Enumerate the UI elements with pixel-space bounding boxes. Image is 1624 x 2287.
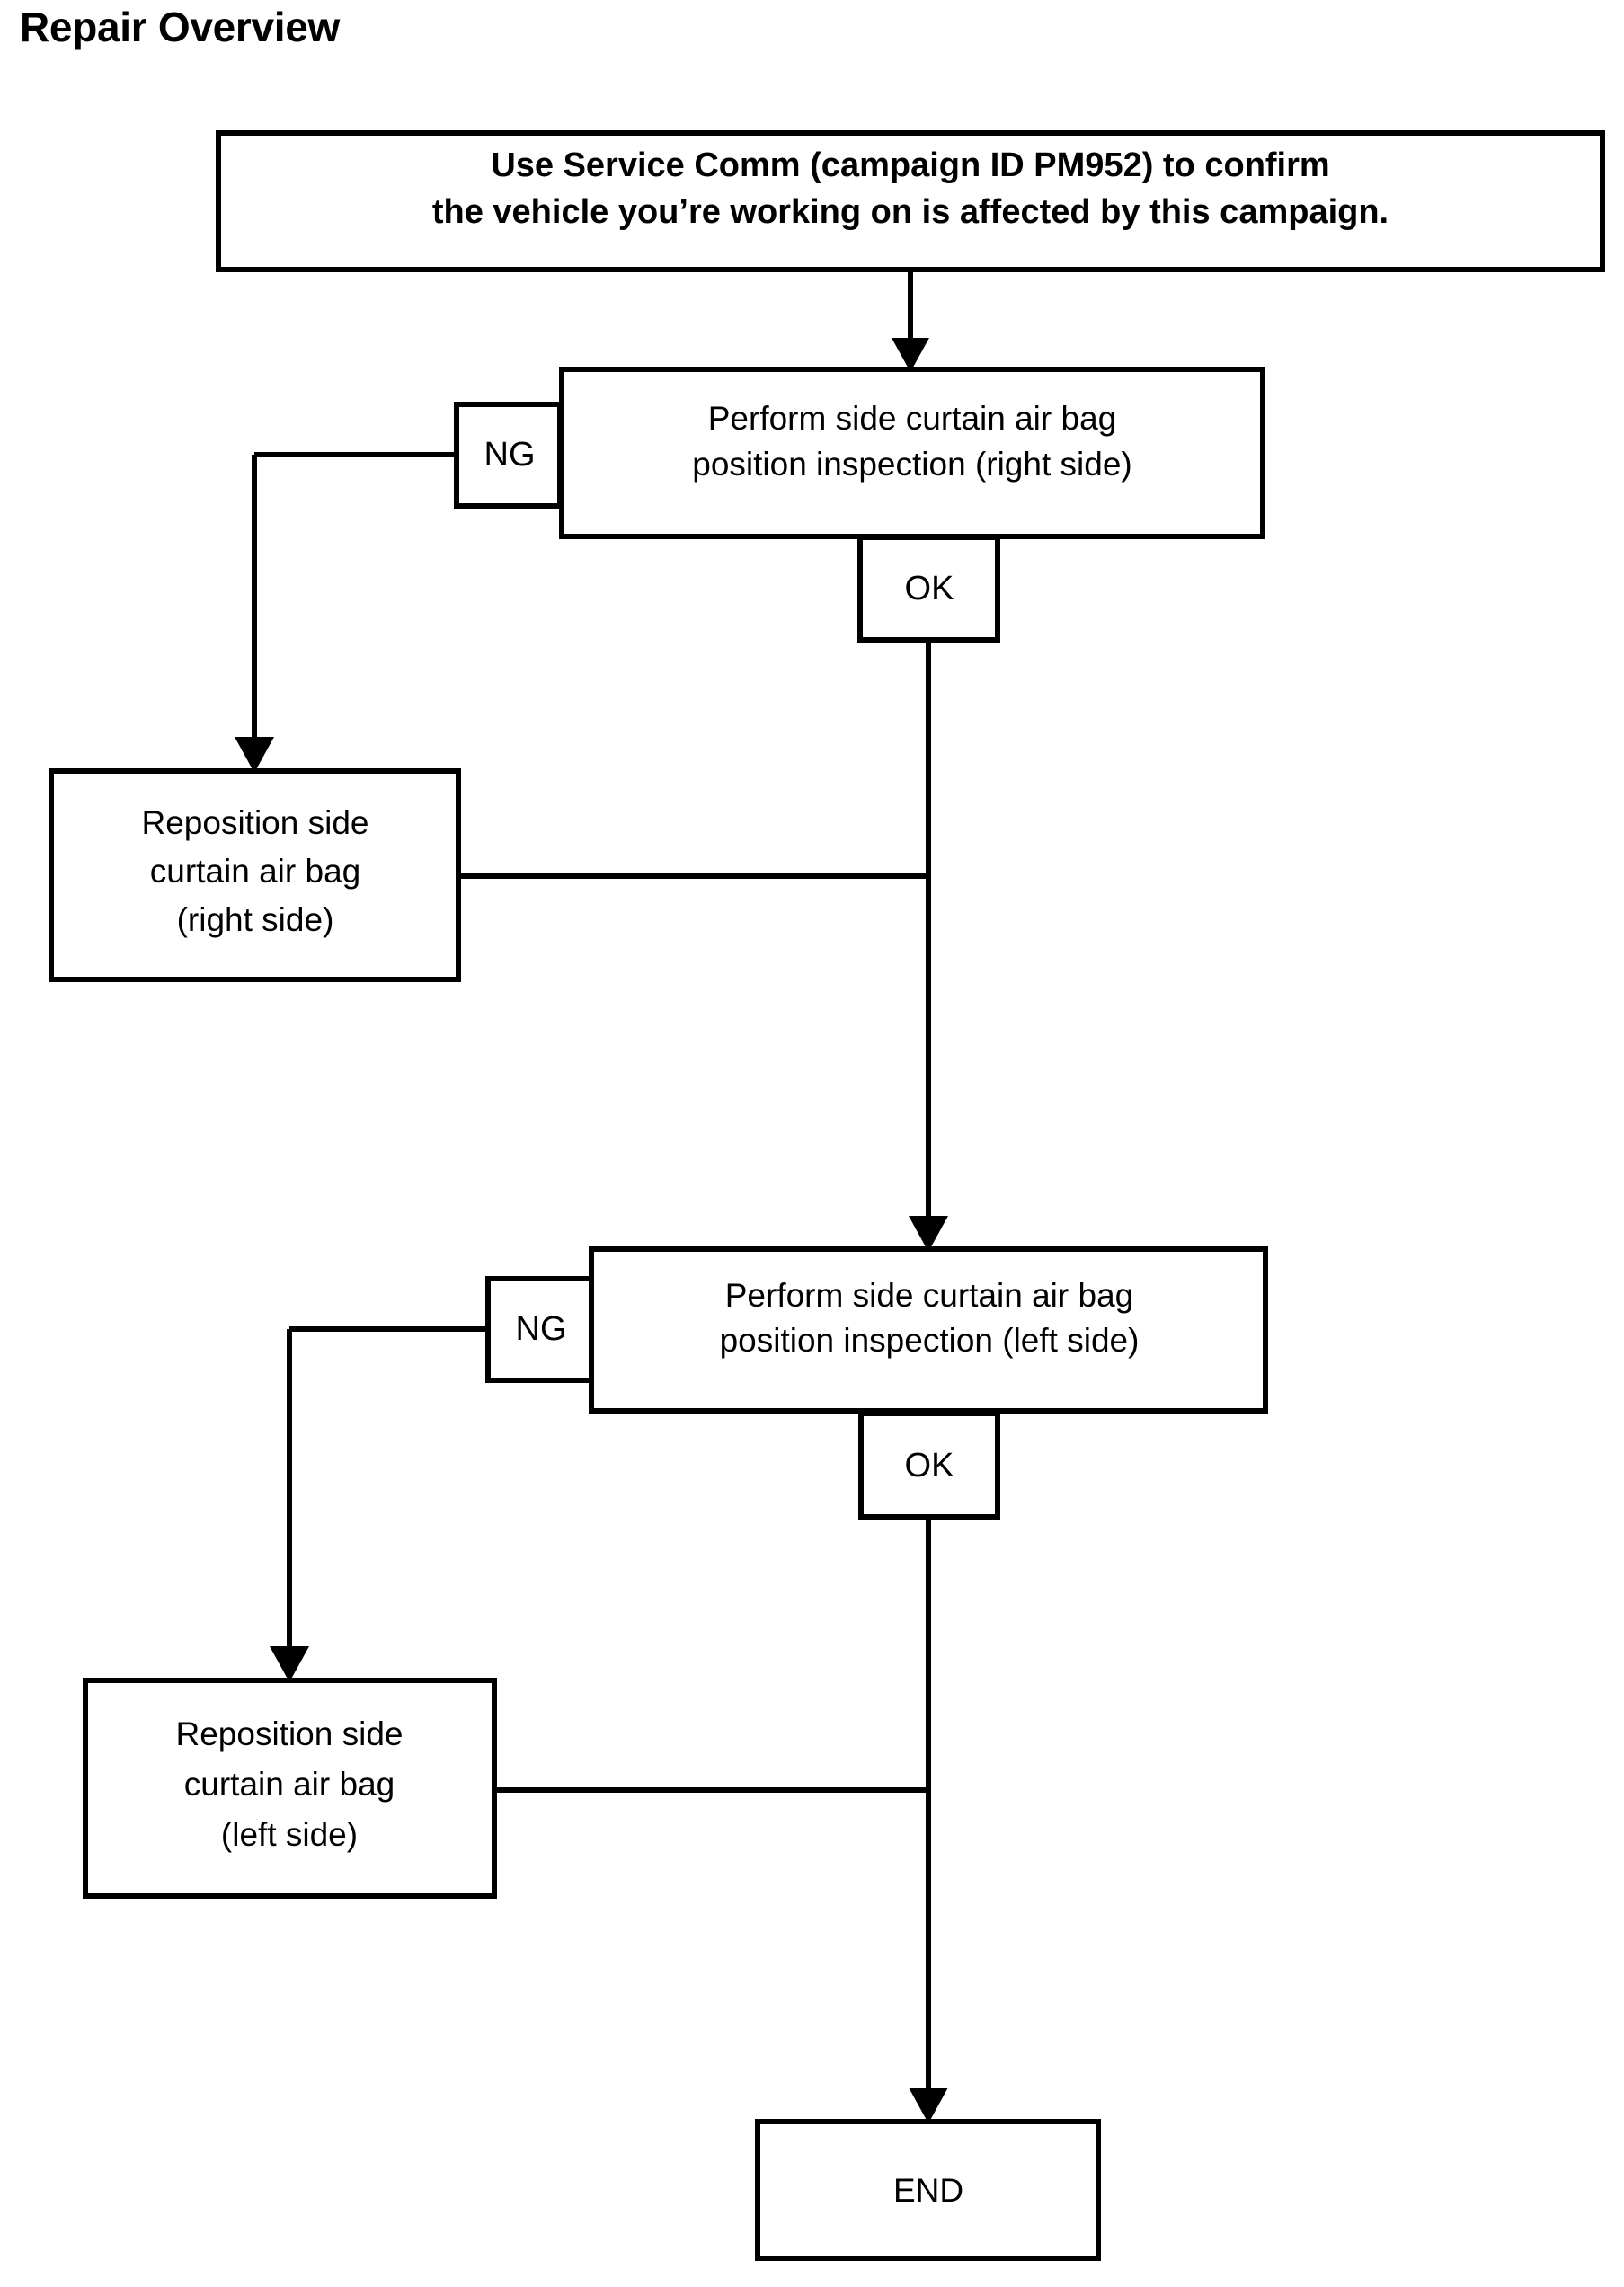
- node-inspect-left-line1: Perform side curtain air bag: [725, 1277, 1133, 1314]
- branch-label-ok-right-text: OK: [905, 570, 954, 607]
- branch-label-ng-left[interactable]: NG: [485, 1276, 594, 1383]
- page-title: Repair Overview: [20, 4, 341, 50]
- node-inspect-right-line2: position inspection (right side): [692, 446, 1131, 483]
- node-reposition-left-line3: (left side): [221, 1816, 358, 1853]
- branch-label-ok-left[interactable]: OK: [858, 1411, 1000, 1520]
- node-reposition-right[interactable]: Reposition side curtain air bag (right s…: [49, 768, 461, 982]
- node-inspect-right[interactable]: Perform side curtain air bag position in…: [559, 367, 1265, 539]
- arrow-head-icon: [235, 737, 274, 773]
- edge-inspect-right-ng: [235, 452, 457, 773]
- node-inspect-left[interactable]: Perform side curtain air bag position in…: [589, 1246, 1268, 1414]
- arrow-head-icon: [892, 338, 929, 372]
- node-end-label: END: [893, 2172, 963, 2209]
- node-reposition-right-line2: curtain air bag: [150, 853, 360, 890]
- node-reposition-left[interactable]: Reposition side curtain air bag (left si…: [83, 1678, 497, 1899]
- node-reposition-left-line2: curtain air bag: [184, 1766, 395, 1803]
- branch-label-ng-right[interactable]: NG: [454, 402, 563, 509]
- node-end[interactable]: END: [755, 2119, 1101, 2261]
- node-inspect-left-line2: position inspection (left side): [720, 1322, 1140, 1359]
- node-reposition-right-line1: Reposition side: [142, 804, 369, 841]
- node-inspect-right-line1: Perform side curtain air bag: [708, 400, 1116, 437]
- edge-inspect-right-ok: [909, 536, 948, 1252]
- node-reposition-left-line1: Reposition side: [176, 1715, 404, 1752]
- edge-start-to-inspect-right: [892, 270, 929, 372]
- branch-label-ok-left-text: OK: [905, 1447, 954, 1485]
- edge-inspect-left-ok: [909, 1411, 948, 2123]
- node-start-line1: Use Service Comm (campaign ID PM952) to …: [491, 146, 1329, 184]
- node-start-line2: the vehicle you’re working on is affecte…: [432, 193, 1389, 231]
- arrow-head-icon: [909, 1216, 948, 1252]
- branch-label-ok-right[interactable]: OK: [857, 535, 1000, 643]
- branch-label-ng-left-text: NG: [516, 1310, 567, 1348]
- node-start[interactable]: Use Service Comm (campaign ID PM952) to …: [216, 130, 1605, 272]
- arrow-head-icon: [270, 1646, 309, 1682]
- node-reposition-right-line3: (right side): [177, 901, 334, 938]
- arrow-head-icon: [909, 2088, 948, 2123]
- edge-inspect-left-ng: [270, 1326, 488, 1682]
- branch-label-ng-right-text: NG: [484, 436, 536, 474]
